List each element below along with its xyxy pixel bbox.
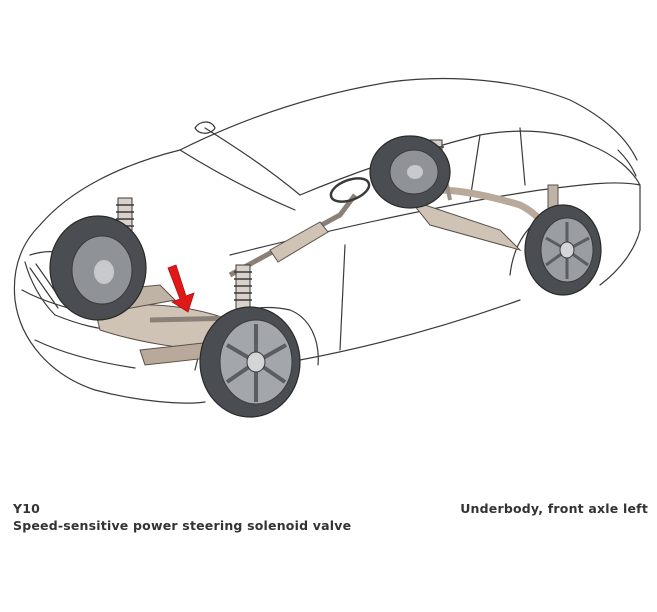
rear-left-wheel xyxy=(524,204,602,296)
front-right-wheel xyxy=(49,215,147,321)
rear-right-wheel xyxy=(369,135,451,209)
steering-column xyxy=(228,177,371,278)
front-left-wheel xyxy=(199,306,301,418)
component-location-label: Underbody, front axle left xyxy=(460,501,648,516)
solenoid-valve-pointer-arrow xyxy=(167,264,195,313)
component-description-label: Speed-sensitive power steering solenoid … xyxy=(13,518,352,533)
car-chassis-illustration xyxy=(13,77,641,418)
component-code-label: Y10 xyxy=(13,501,41,516)
